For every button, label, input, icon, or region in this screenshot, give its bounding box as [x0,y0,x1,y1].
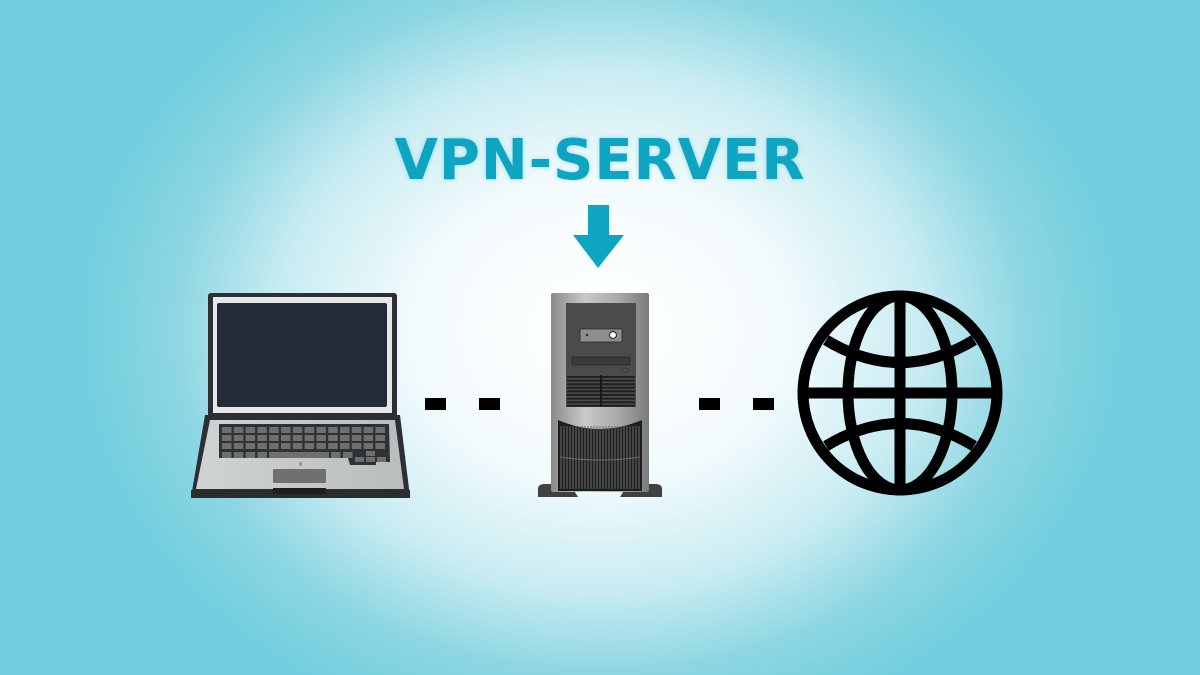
connector-client-server [425,398,500,410]
keyboard-key [351,443,362,449]
keyboard-key [257,452,267,458]
keyboard-key [363,443,374,449]
keyboard-key [343,452,353,458]
keyboard-key [355,457,364,462]
keyboard-key [292,435,303,441]
keyboard-key [328,427,338,433]
keyboard-key [222,435,232,441]
keyboard-key [269,452,329,458]
laptop-screen [217,303,387,407]
keyboard-key [233,435,244,441]
keyboard-key [304,427,315,433]
keyboard-key [366,451,375,456]
keyboard-key [257,443,267,449]
keyboard-key [340,435,350,441]
keyboard-key [377,457,386,462]
keyboard-key [316,427,326,433]
touchpad [273,469,326,483]
keyboard-key [233,427,244,433]
diagram-title: VPN-SERVER [394,128,806,193]
laptop-icon [191,293,410,498]
keyboard-key [375,427,385,433]
keyboard-key [366,457,375,462]
keyboard-key [340,427,350,433]
keyboard-key [257,435,267,441]
keyboard-key [233,443,244,449]
keyboard-key [269,435,279,441]
keyboard-key [245,443,256,449]
keyboard-key [245,427,256,433]
connector-server-internet [699,398,774,410]
keyboard-key [222,443,232,449]
keyboard-key [292,427,303,433]
keyboard-key [340,443,350,449]
server-tower-icon [538,293,662,497]
keyboard-key [351,435,362,441]
keyboard-key [245,435,256,441]
keyboard-key [331,452,341,458]
keyboard-key [375,443,385,449]
keyboard-key [222,452,232,458]
keyboard-key [363,435,374,441]
drive-bay [571,356,631,366]
keyboard-key [269,427,279,433]
keyboard-key [269,443,279,449]
keyboard-key [292,443,303,449]
keyboard-key [328,435,338,441]
keyboard-key [222,427,232,433]
keyboard-key [281,427,291,433]
keyboard-key [245,452,256,458]
globe-icon [797,290,1003,496]
keyboard-key [316,443,326,449]
keyboard-key [316,435,326,441]
keyboard-key [281,435,291,441]
keyboard-key [257,427,267,433]
keyboard-key [351,427,362,433]
keyboard-key [304,443,315,449]
keyboard-key [363,427,374,433]
keyboard-key [233,452,244,458]
keyboard-key [304,435,315,441]
keyboard-key [281,443,291,449]
keyboard-key [375,435,385,441]
keyboard-key [328,443,338,449]
arrow-down-icon [573,205,624,268]
power-button-icon [608,330,618,340]
